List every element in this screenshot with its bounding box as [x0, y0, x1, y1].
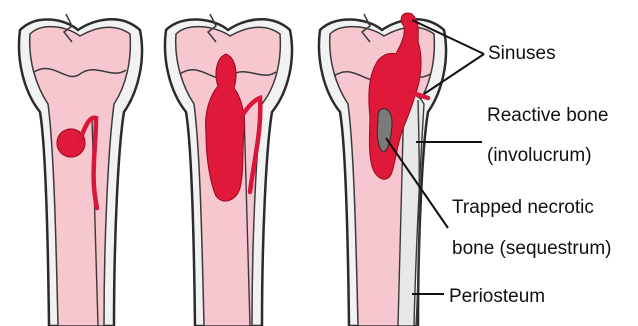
bone-stage-2 — [165, 14, 292, 326]
label-necrotic-line1: Trapped necrotic — [452, 197, 594, 218]
bone-stage-3 — [319, 13, 446, 326]
label-sinuses: Sinuses — [488, 43, 556, 64]
label-reactive-bone-line1: Reactive bone — [487, 105, 608, 126]
labels: Sinuses Reactive bone (involucrum) Trapp… — [449, 43, 611, 307]
label-reactive-bone-line2: (involucrum) — [487, 145, 592, 166]
bone-stage-1 — [19, 14, 142, 326]
label-necrotic-line2: bone (sequestrum) — [452, 238, 611, 259]
label-periosteum: Periosteum — [449, 286, 545, 307]
